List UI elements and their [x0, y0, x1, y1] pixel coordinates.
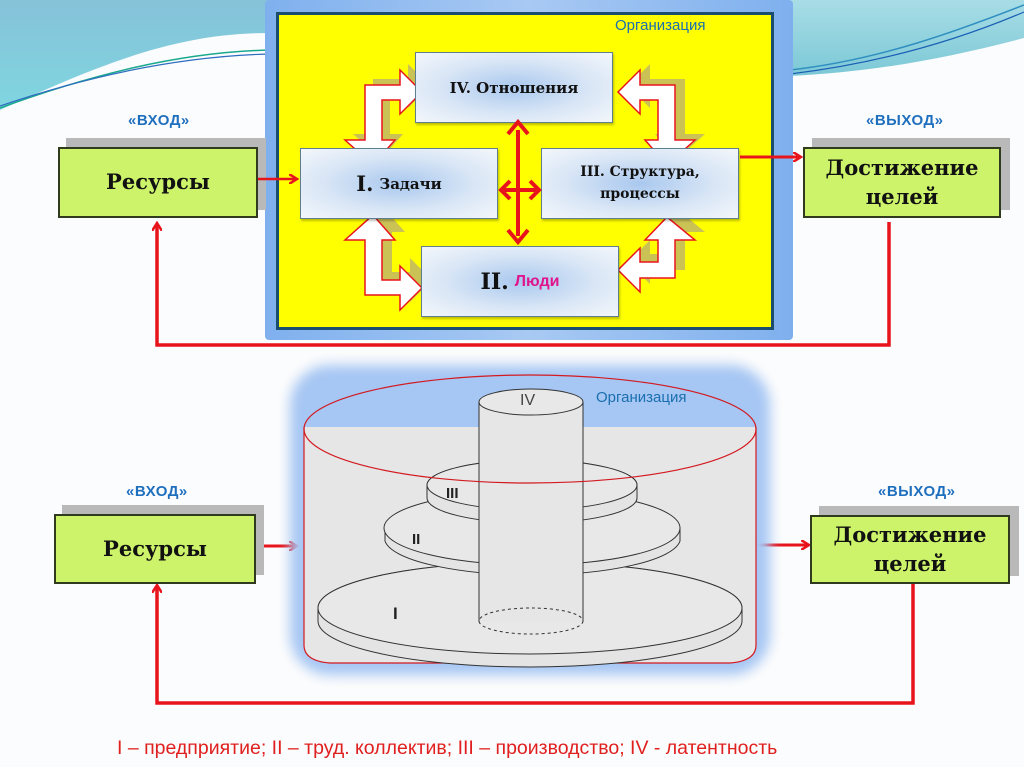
resources-box-bottom-label: Ресурсы [103, 535, 207, 561]
people-box-numeral: II. [480, 268, 509, 295]
goals-box-bottom: Достижение целей [810, 515, 1010, 584]
level-ii-label: II [412, 531, 420, 548]
output-label-bottom: «ВЫХОД» [878, 483, 956, 500]
people-box: II. Люди [421, 246, 619, 317]
structure-box-line2: процессы [600, 185, 680, 202]
feedback-loop-bottom [157, 584, 915, 705]
people-box-label: Люди [514, 272, 560, 290]
level-iv-column [478, 388, 584, 635]
input-label-bottom: «ВХОД» [126, 483, 188, 500]
tasks-box-numeral: I. [356, 171, 374, 196]
organization-label-bottom: Организация [596, 389, 687, 406]
goals-box-line2: целей [865, 183, 939, 209]
tasks-box-label: Задачи [379, 174, 442, 193]
level-iii-label: III [446, 485, 459, 502]
structure-box-line1: III. Структура, [580, 163, 700, 180]
top-left-wave [0, 0, 270, 110]
tasks-box: I. Задачи [300, 148, 498, 219]
feedback-loop-top [157, 222, 891, 347]
resources-box-label: Ресурсы [106, 169, 210, 195]
organization-cylinder: IV III II I [303, 374, 757, 668]
goals-box-bottom-line1: Достижение [833, 522, 987, 548]
relations-box: IV. Отношения [415, 52, 613, 123]
goals-box: Достижение целей [803, 147, 1001, 218]
level-i-label: I [393, 604, 398, 623]
resources-box-bottom: Ресурсы [54, 514, 256, 584]
top-right-wave [790, 0, 1024, 76]
resources-box: Ресурсы [58, 147, 258, 218]
input-label: «ВХОД» [128, 112, 190, 129]
goals-box-bottom-line2: целей [873, 550, 947, 576]
levels-legend: I – предприятие; II – труд. коллектив; I… [117, 737, 778, 759]
goals-box-line1: Достижение [825, 155, 979, 181]
organization-label: Организация [615, 17, 706, 34]
structure-box: III. Структура, процессы [541, 148, 739, 219]
level-iv-label: IV [520, 392, 535, 409]
relations-box-label: IV. Отношения [449, 78, 579, 97]
output-label: «ВЫХОД» [866, 112, 944, 129]
